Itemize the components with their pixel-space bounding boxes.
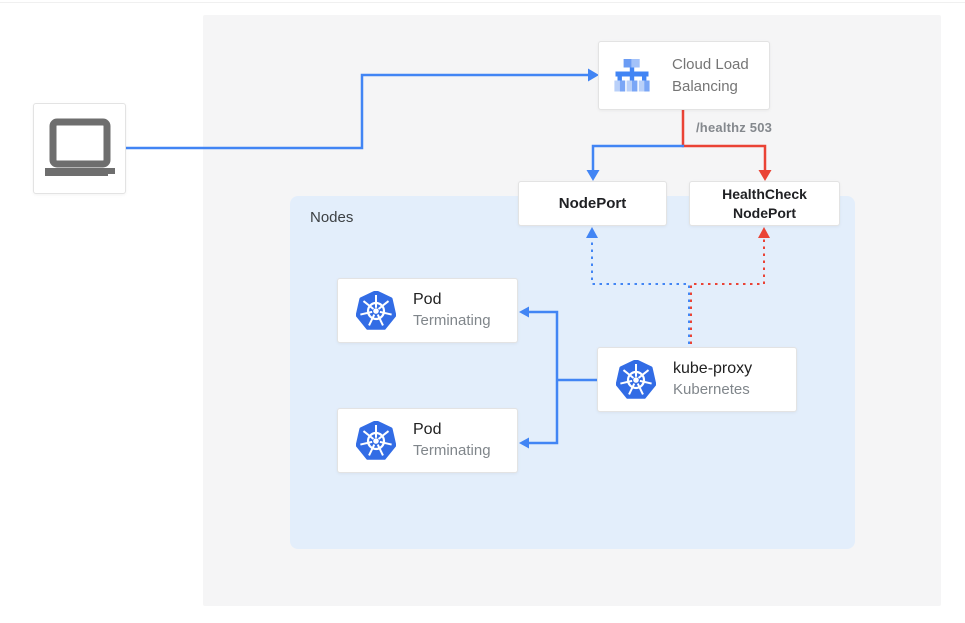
kube-proxy-text: kube-proxy Kubernetes (673, 359, 752, 399)
pod-bottom-status: Terminating (413, 442, 491, 460)
pod-top-status: Terminating (413, 312, 491, 330)
kube-proxy-subtitle: Kubernetes (673, 381, 750, 399)
pod-top-title: Pod (413, 291, 442, 309)
laptop-icon (44, 118, 115, 176)
kube-proxy-title: kube-proxy (673, 360, 753, 378)
nodeport-node: NodePort (518, 181, 667, 226)
kubernetes-icon (356, 290, 396, 330)
nodes-group-label: Nodes (310, 209, 354, 226)
pod-bottom-title: Pod (413, 421, 442, 439)
cloud-load-balancing-label: Cloud Load Balancing (672, 55, 749, 95)
cloud-load-balancing-node: Cloud Load Balancing (598, 41, 770, 110)
nodeport-label: NodePort (558, 195, 627, 212)
load-balancer-icon (614, 59, 650, 92)
pod-terminating-bottom-node: Pod Terminating (337, 408, 518, 473)
pod-bottom-text: Pod Terminating (413, 420, 491, 460)
kube-proxy-node: kube-proxy Kubernetes (597, 347, 797, 412)
healthz-503-edge-label: /healthz 503 (696, 120, 773, 135)
page-top-divider (0, 2, 965, 3)
pod-top-text: Pod Terminating (413, 290, 491, 330)
kubernetes-icon (616, 359, 656, 399)
client-node (33, 103, 126, 194)
healthcheck-nodeport-label-line1: HealthCheck (722, 186, 807, 203)
healthcheck-nodeport-node: HealthCheck NodePort (689, 181, 840, 226)
pod-terminating-top-node: Pod Terminating (337, 278, 518, 343)
kubernetes-icon (356, 420, 396, 460)
healthcheck-nodeport-label-line2: NodePort (733, 204, 796, 221)
